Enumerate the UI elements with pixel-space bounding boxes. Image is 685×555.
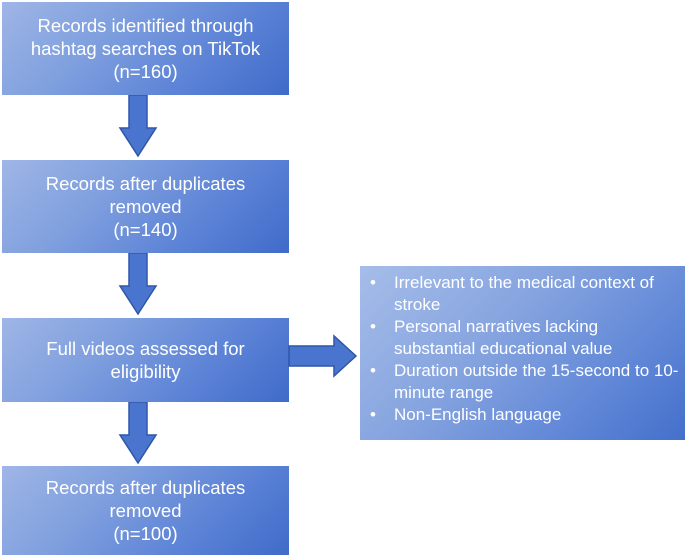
full-videos-assessed-box: Full videos assessed for eligibility (2, 318, 289, 402)
exclusion-item: • Irrelevant to the medical context of s… (368, 272, 681, 316)
records-deduplicated-line2: removed (109, 196, 182, 217)
exclusion-criteria-list: • Irrelevant to the medical context of s… (368, 272, 681, 426)
bullet-icon: • (370, 273, 376, 292)
records-final-line1: Records after duplicates (45, 477, 246, 498)
bullet-icon: • (370, 405, 376, 424)
records-final-box: Records after duplicates removed (n=100) (2, 466, 289, 555)
records-identified-box: Records identified through hashtag searc… (2, 2, 289, 95)
exclusion-criteria-box: • Irrelevant to the medical context of s… (360, 266, 685, 440)
records-final-line2: removed (109, 500, 182, 521)
records-identified-line2: hashtag searches on TikTok (30, 38, 261, 59)
bullet-icon: • (370, 317, 376, 336)
down-arrow-2 (118, 253, 158, 316)
records-identified-line1: Records identified through (37, 15, 254, 36)
exclusion-item: • Non-English language (368, 404, 681, 426)
exclusion-item: • Duration outside the 15-second to 10-m… (368, 360, 681, 404)
down-arrow-3 (118, 402, 158, 465)
exclusion-item: • Personal narratives lacking substantia… (368, 316, 681, 360)
records-deduplicated-line1: Records after duplicates (45, 173, 246, 194)
full-videos-assessed-line2: eligibility (110, 361, 181, 382)
bullet-icon: • (370, 361, 376, 380)
exclusion-item-text: Personal narratives lacking substantial … (394, 317, 613, 358)
records-deduplicated-box: Records after duplicates removed (n=140) (2, 160, 289, 253)
exclusion-item-text: Duration outside the 15-second to 10-min… (394, 361, 679, 402)
exclusion-item-text: Non-English language (394, 405, 562, 424)
records-final-count: (n=100) (113, 523, 178, 544)
full-videos-assessed-line1: Full videos assessed for (46, 338, 245, 359)
down-arrow-1 (118, 95, 158, 158)
exclusion-item-text: Irrelevant to the medical context of str… (394, 273, 654, 314)
records-deduplicated-count: (n=140) (113, 219, 178, 240)
right-arrow (288, 334, 358, 378)
records-identified-count: (n=160) (113, 61, 178, 82)
